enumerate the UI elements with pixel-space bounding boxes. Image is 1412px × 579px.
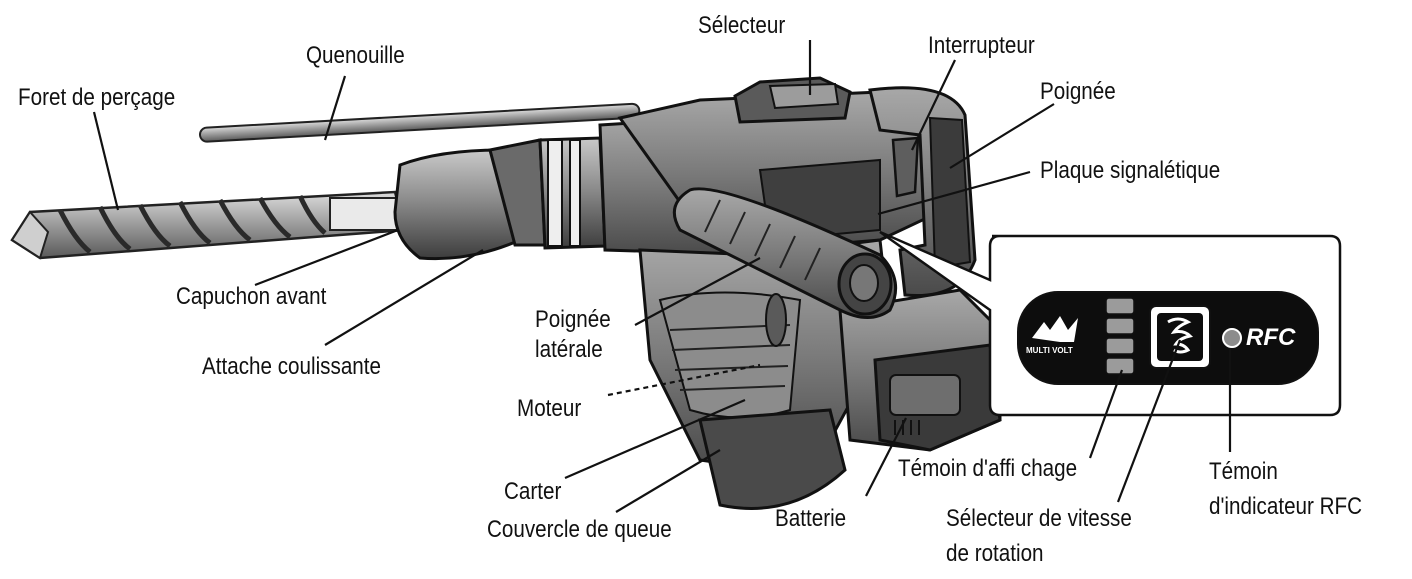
label-nameplate: Plaque signalétique (1040, 157, 1221, 184)
label-side-handle-line1: Poignée (535, 306, 611, 333)
label-housing: Carter (504, 478, 562, 505)
leader-lines (92, 40, 1232, 513)
label-speed-selector-line2: de rotation (946, 540, 1044, 567)
label-sliding-attachment: Attache coulissante (202, 353, 381, 380)
indicator-panel-callout (879, 230, 1342, 417)
drill-bit (10, 190, 407, 260)
label-rfc-indicator-line2: d'indicateur RFC (1209, 493, 1363, 520)
label-battery: Batterie (775, 505, 847, 532)
label-handle: Poignée (1040, 78, 1116, 105)
depth-rod (198, 102, 641, 143)
label-tail-cover: Couvercle de queue (487, 516, 672, 543)
multivolt-logo-text: MULTI VOLT (1026, 346, 1073, 355)
label-front-cap: Capuchon avant (176, 283, 327, 310)
label-depth-rod: Quenouille (306, 42, 405, 69)
label-drill-bit: Foret de perçage (18, 84, 176, 111)
label-speed-selector-line1: Sélecteur de vitesse (946, 505, 1132, 532)
rfc-logo-text: RFC (1246, 324, 1296, 351)
tool-body (393, 76, 1002, 510)
label-rfc-indicator-line1: Témoin (1209, 458, 1278, 485)
label-trigger-switch: Interrupteur (928, 32, 1035, 59)
label-side-handle-line2: latérale (535, 336, 603, 363)
label-selector: Sélecteur (698, 12, 786, 39)
label-motor: Moteur (517, 395, 582, 422)
label-display-indicator: Témoin d'affi chage (898, 455, 1078, 482)
